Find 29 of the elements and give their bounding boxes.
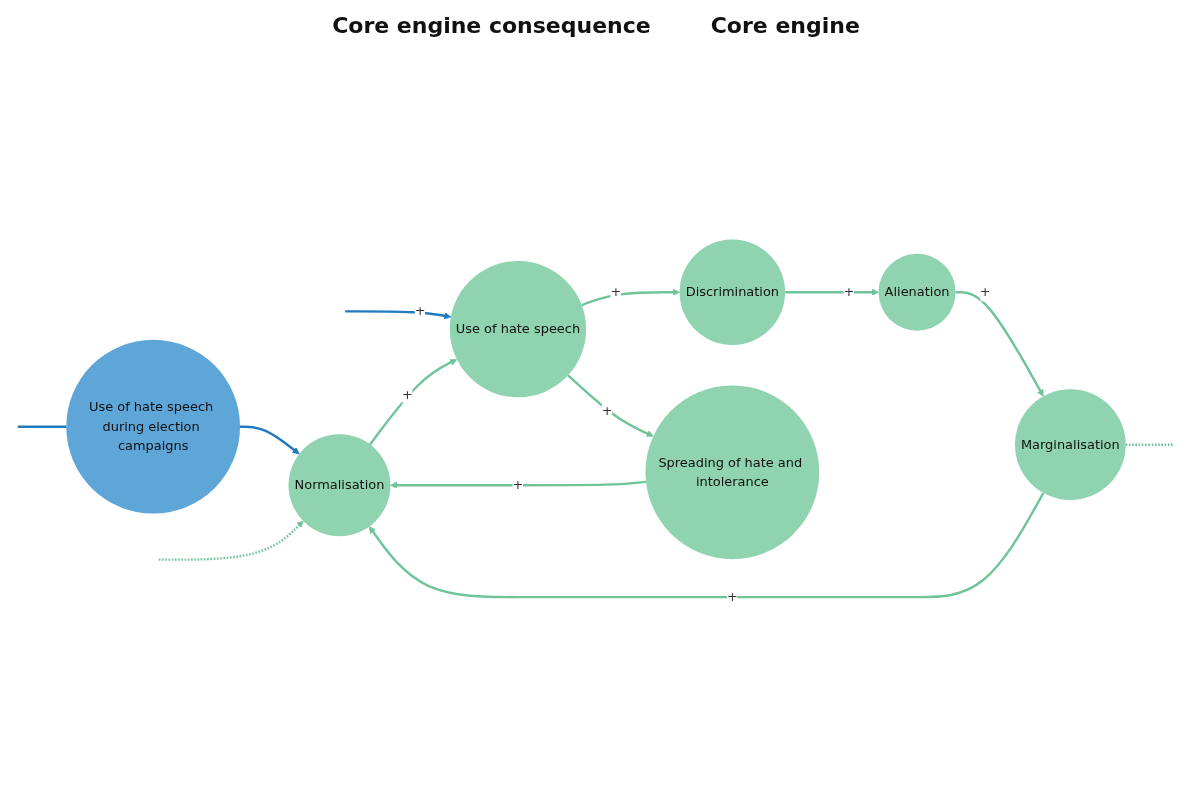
edge-label: + xyxy=(726,588,738,605)
edge-label: + xyxy=(414,303,426,319)
arrow xyxy=(567,374,654,437)
arrow xyxy=(369,358,458,445)
node-circle: Spreading of hate and intolerance xyxy=(645,385,820,559)
arrow xyxy=(368,492,1045,599)
node-circle: Use of hate speech xyxy=(449,260,587,398)
node-circle: Use of hate speech during election campaigns xyxy=(66,339,241,514)
edge-label: + xyxy=(401,386,413,402)
arrow xyxy=(158,520,304,561)
node-circle: Normalisation xyxy=(288,434,391,536)
arrow xyxy=(955,290,1044,397)
arrow xyxy=(390,480,647,489)
connector xyxy=(1125,443,1175,446)
node-circle: Discrimination xyxy=(679,239,786,345)
edge-label: + xyxy=(843,283,855,300)
arrow xyxy=(785,288,879,296)
arrow xyxy=(345,310,452,320)
node-circle: Marginalisation xyxy=(1014,389,1126,500)
node-circle: Alienation xyxy=(878,253,956,331)
arrow xyxy=(240,425,300,455)
edge-label: + xyxy=(512,476,524,493)
arrow xyxy=(581,288,680,307)
edge-label: + xyxy=(601,402,613,419)
edge-label: + xyxy=(979,283,991,300)
connector xyxy=(17,425,67,428)
edge-label: + xyxy=(610,283,622,300)
section-label: Core engine xyxy=(710,12,860,38)
section-label: Core engine consequence xyxy=(332,12,651,38)
